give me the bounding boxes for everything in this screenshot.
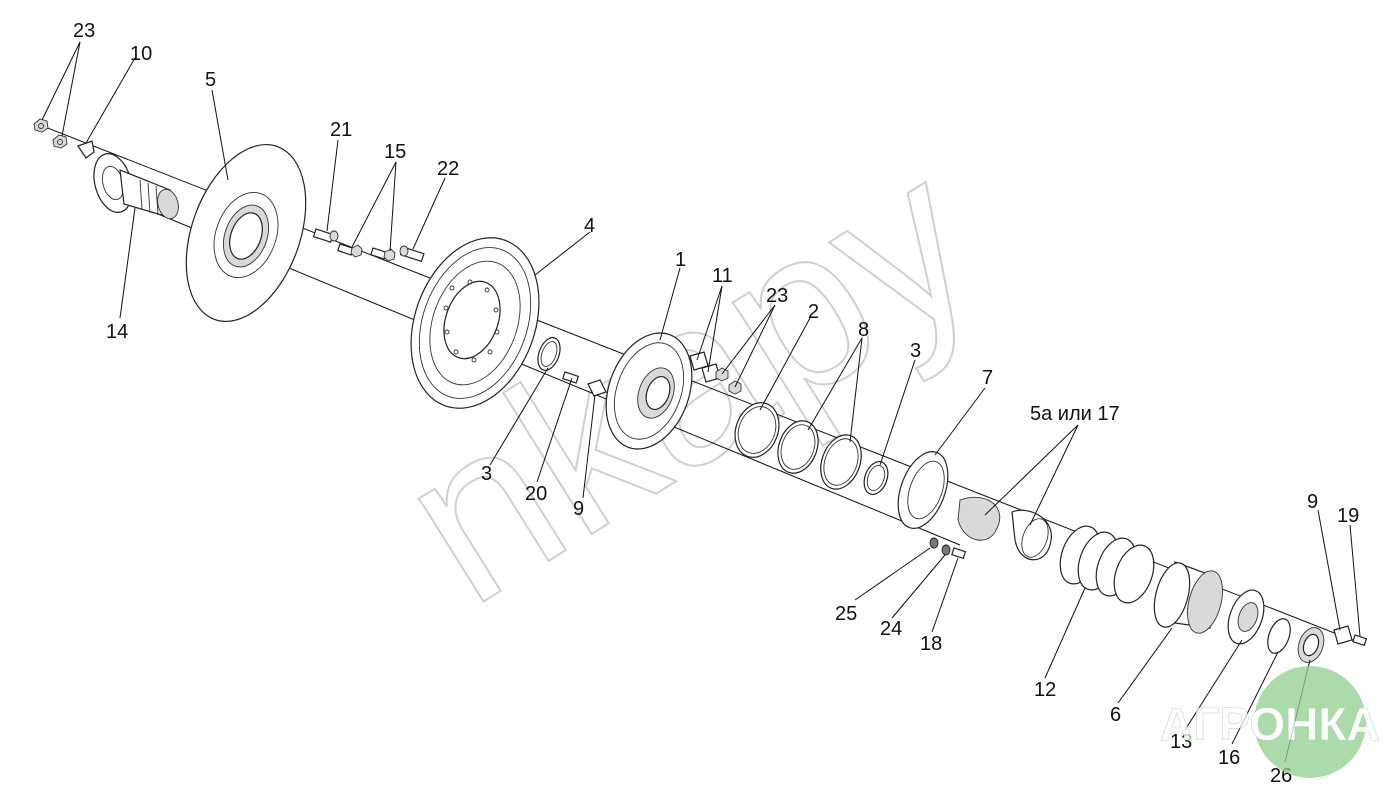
seal-ring-2 — [734, 402, 780, 458]
lock-plate-10 — [77, 140, 95, 159]
nut-23-top-left — [33, 118, 68, 149]
label-23: 23 — [73, 20, 95, 42]
label-19: 19 — [1337, 505, 1359, 527]
brake-disc-5 — [185, 143, 307, 323]
washer-24 — [941, 544, 951, 556]
label-13: 13 — [1170, 731, 1192, 753]
spring-12 — [1059, 525, 1155, 604]
snap-ring-3-left — [537, 337, 561, 371]
label-22: 22 — [437, 158, 459, 180]
ring-16 — [1267, 618, 1291, 654]
o-rings-8 — [777, 420, 862, 490]
label-16: 16 — [1218, 747, 1240, 769]
label-2: 2 — [808, 301, 819, 323]
label-14: 14 — [106, 321, 128, 343]
label-3-left: 3 — [481, 463, 492, 485]
hub-housing-1 — [605, 332, 693, 450]
label-10: 10 — [130, 43, 152, 65]
label-15: 15 — [384, 141, 406, 163]
label-9-right: 9 — [1307, 491, 1318, 513]
sleeve-6 — [1153, 561, 1223, 634]
label-25: 25 — [835, 603, 857, 625]
bolt-19 — [1352, 634, 1368, 647]
label-9-left: 9 — [573, 498, 584, 520]
label-1: 1 — [675, 249, 686, 271]
washer-25 — [929, 537, 939, 549]
flange-13 — [1227, 589, 1265, 645]
bracket-9-right — [1333, 625, 1353, 645]
logo-text: АГРОНКА — [1160, 698, 1380, 750]
label-4: 4 — [584, 215, 595, 237]
label-20: 20 — [525, 483, 547, 505]
label-11: 11 — [712, 265, 733, 287]
bolts-15 — [337, 243, 396, 262]
bolt-21 — [312, 228, 339, 243]
seal-26 — [1297, 627, 1325, 663]
bolt-20 — [562, 371, 580, 384]
label-24: 24 — [880, 618, 902, 640]
brake-disc-4 — [410, 237, 540, 409]
bolt-22 — [399, 245, 425, 263]
label-8: 8 — [858, 319, 869, 341]
label-5a-or-17: 5а или 17 — [1030, 403, 1120, 425]
logo-circle — [1254, 666, 1366, 778]
clips-11 — [689, 351, 721, 383]
bolt-18 — [951, 547, 967, 560]
label-23-middle: 23 — [766, 285, 788, 307]
label-7: 7 — [982, 367, 993, 389]
cover-7 — [897, 451, 949, 529]
leader-lines — [41, 41, 1361, 763]
label-3-right: 3 — [910, 340, 921, 362]
label-18: 18 — [920, 633, 942, 655]
agronka-logo: АГРОНКА — [1160, 666, 1380, 778]
label-6: 6 — [1110, 704, 1121, 726]
label-12: 12 — [1034, 679, 1056, 701]
hub-shaft-14 — [93, 153, 179, 220]
snap-ring-3-right — [863, 460, 889, 496]
label-21: 21 — [330, 119, 352, 141]
nuts-23-middle — [715, 367, 742, 395]
insert-5a-or-17 — [957, 496, 1052, 561]
label-5: 5 — [205, 69, 216, 91]
bracket-9-left — [587, 379, 607, 397]
